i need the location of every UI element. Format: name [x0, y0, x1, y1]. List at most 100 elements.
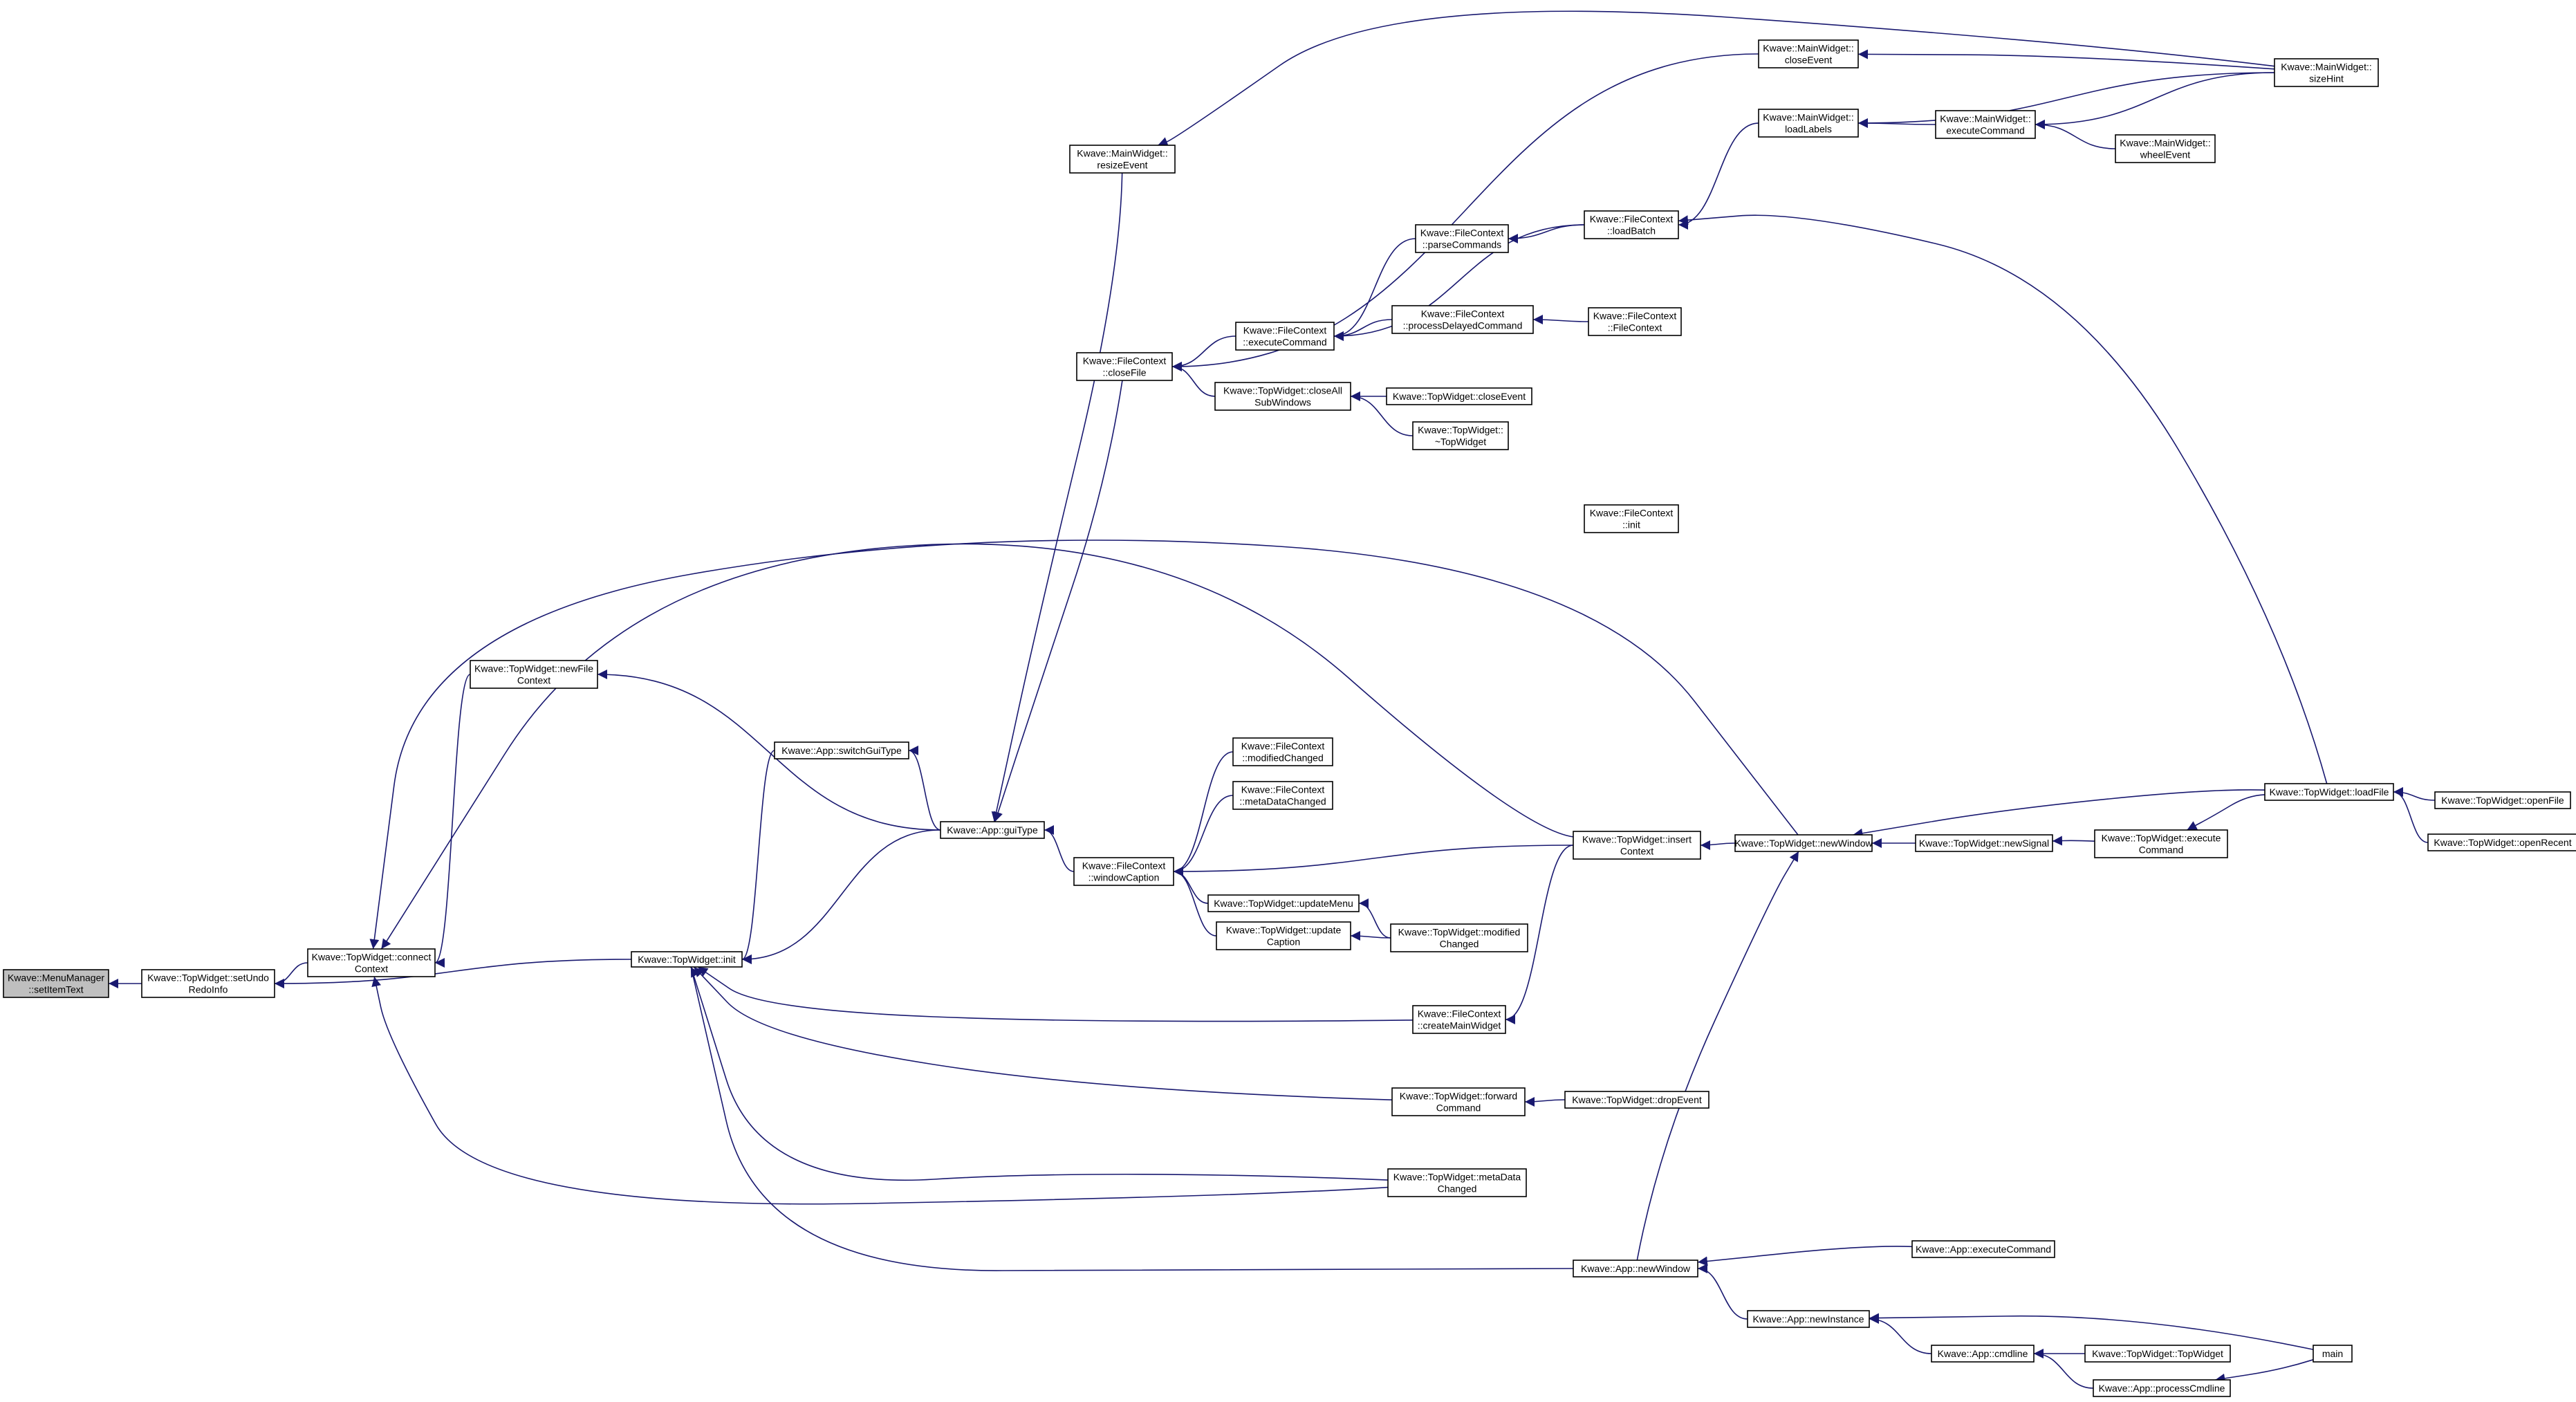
graph-node-updateMenu[interactable]: Kwave::TopWidget::updateMenu: [1207, 894, 1360, 912]
node-label-line: Changed: [1438, 1183, 1477, 1195]
node-box: [2434, 791, 2571, 809]
node-box: [1216, 921, 1351, 950]
graph-node-processDelayedCommand[interactable]: Kwave::FileContext::processDelayedComman…: [1391, 305, 1534, 334]
node-label-line: Kwave::TopWidget::closeEvent: [1393, 391, 1526, 402]
edge-loadBatch-to-fcExecuteCommand: [1333, 224, 1585, 341]
graph-node-closeFile[interactable]: Kwave::FileContext::closeFile: [1076, 352, 1173, 381]
edge-main-to-newInstance: [1869, 1313, 2314, 1350]
edge-guiType-to-newFileContext: [597, 670, 941, 831]
node-box: [1235, 322, 1335, 351]
graph-node-fcExecuteCommand[interactable]: Kwave::FileContext::executeCommand: [1235, 322, 1335, 351]
graph-node-twMetaDataChanged[interactable]: Kwave::TopWidget::metaDataChanged: [1387, 1168, 1527, 1197]
graph-node-resizeEvent[interactable]: Kwave::MainWidget::resizeEvent: [1069, 145, 1176, 174]
graph-node-openRecent[interactable]: Kwave::TopWidget::openRecent: [2427, 833, 2576, 851]
node-label-line: Kwave::FileContext: [1241, 741, 1325, 752]
graph-node-metaDataChangedFC[interactable]: Kwave::FileContext::metaDataChanged: [1232, 781, 1333, 810]
graph-node-openFile[interactable]: Kwave::TopWidget::openFile: [2434, 791, 2571, 809]
node-box: [2094, 829, 2228, 858]
node-box: [1931, 1345, 2035, 1363]
graph-node-twExecuteCommand[interactable]: Kwave::TopWidget::executeCommand: [2094, 829, 2228, 858]
node-label-line: ::parseCommands: [1423, 239, 1501, 250]
edges-layer: [109, 10, 2436, 1389]
node-box: [2264, 783, 2394, 801]
graph-node-loadLabels[interactable]: Kwave::MainWidget::loadLabels: [1758, 109, 1859, 138]
graph-node-cmdline[interactable]: Kwave::App::cmdline: [1931, 1345, 2035, 1363]
node-label-line: Kwave::App::guiType: [947, 824, 1038, 836]
node-label-line: sizeHint: [2309, 73, 2344, 84]
node-label-line: Kwave::MenuManager: [8, 972, 104, 984]
graph-node-wheelEvent[interactable]: Kwave::MainWidget::wheelEvent: [2115, 134, 2216, 163]
node-box: [1564, 1091, 1709, 1109]
node-label-line: Kwave::FileContext: [1083, 356, 1167, 367]
graph-node-appExecuteCommand[interactable]: Kwave::App::executeCommand: [1911, 1240, 2055, 1258]
edge-openFile-to-loadFile: [2393, 787, 2436, 801]
graph-node-fcConstructor[interactable]: Kwave::FileContext::FileContext: [1588, 307, 1682, 336]
edge-closeFile-to-guiType: [993, 380, 1123, 822]
edge-openRecent-to-loadFile: [2393, 787, 2429, 843]
edge-fcExecuteCommand-to-closeFile: [1171, 335, 1236, 371]
node-label-line: Kwave::MainWidget::: [1077, 148, 1168, 159]
node-box: [307, 948, 436, 977]
edge-parseCommands-to-fcExecuteCommand: [1333, 238, 1416, 341]
node-label-line: executeCommand: [1946, 125, 2025, 136]
graph-node-loadFile[interactable]: Kwave::TopWidget::loadFile: [2264, 783, 2394, 801]
graph-node-fcInit[interactable]: Kwave::FileContext::init: [1584, 504, 1679, 533]
graph-node-processCmdline[interactable]: Kwave::App::processCmdline: [2093, 1379, 2231, 1397]
graph-node-parseCommands[interactable]: Kwave::FileContext::parseCommands: [1415, 224, 1509, 253]
graph-node-modifiedChangedFC[interactable]: Kwave::FileContext::modifiedChanged: [1232, 737, 1333, 766]
edge-twNewWindow-to-insertContext: [1700, 840, 1736, 850]
node-label-line: Kwave::TopWidget::closeAll: [1223, 385, 1342, 396]
graph-node-twModifiedChanged[interactable]: Kwave::TopWidget::modifiedChanged: [1390, 923, 1528, 952]
graph-node-main[interactable]: main: [2313, 1345, 2353, 1363]
edge-main-to-processCmdline: [2215, 1359, 2314, 1383]
node-box: [1584, 504, 1679, 533]
graph-node-twCloseEvent[interactable]: Kwave::TopWidget::closeEvent: [1386, 387, 1532, 405]
edge-switchGuiType-to-twInit: [741, 750, 775, 964]
edge-sizeHint-to-loadLabels: [1857, 72, 2275, 128]
graph-node-windowCaption[interactable]: Kwave::FileContext::windowCaption: [1073, 857, 1174, 886]
edge-loadFile-to-loadBatch: [1678, 214, 2328, 784]
graph-node-mwExecuteCommand[interactable]: Kwave::MainWidget::executeCommand: [1935, 110, 2036, 139]
graph-node-appNewWindow[interactable]: Kwave::App::newWindow: [1573, 1260, 1698, 1278]
graph-node-twConstructor[interactable]: Kwave::TopWidget::TopWidget: [2084, 1345, 2231, 1363]
graph-node-newSignal[interactable]: Kwave::TopWidget::newSignal: [1915, 834, 2053, 852]
graph-node-mwCloseEvent[interactable]: Kwave::MainWidget::closeEvent: [1758, 39, 1859, 68]
node-label-line: Kwave::FileContext: [1590, 508, 1674, 519]
node-box: [1734, 834, 1873, 852]
graph-node-guiType[interactable]: Kwave::App::guiType: [940, 821, 1045, 839]
graph-node-createMainWidget[interactable]: Kwave::FileContext::createMainWidget: [1412, 1005, 1506, 1034]
node-box: [1391, 1087, 1526, 1116]
edge-modifiedChangedFC-to-windowCaption: [1173, 751, 1234, 876]
node-box: [1232, 737, 1333, 766]
node-box: [2274, 58, 2379, 87]
edge-twModifiedChanged-to-updateMenu: [1358, 898, 1391, 939]
edge-twMetaDataChanged-to-twInit: [690, 966, 1389, 1181]
edge-insertContext-to-connectContext: [380, 543, 1574, 950]
edge-sizeHint-to-resizeEvent: [1158, 10, 2275, 147]
graph-node-loadBatch[interactable]: Kwave::FileContext::loadBatch: [1584, 210, 1679, 239]
graph-node-twDestructor[interactable]: Kwave::TopWidget::~TopWidget: [1412, 421, 1509, 450]
graph-node-twInit[interactable]: Kwave::TopWidget::init: [631, 951, 743, 968]
graph-node-switchGuiType[interactable]: Kwave::App::switchGuiType: [774, 741, 909, 759]
edge-processCmdline-to-cmdline: [2033, 1349, 2094, 1389]
graph-node-dropEvent[interactable]: Kwave::TopWidget::dropEvent: [1564, 1091, 1709, 1109]
node-label-line: Kwave::App::newWindow: [1581, 1263, 1691, 1274]
node-label-line: Kwave::MainWidget::: [2120, 138, 2211, 149]
node-label-line: Changed: [1440, 939, 1479, 950]
node-label-line: Kwave::FileContext: [1241, 784, 1325, 795]
node-box: [1573, 831, 1701, 860]
edge-twMetaDataChanged-to-connectContext: [371, 976, 1389, 1205]
node-label-line: Kwave::TopWidget::newFile: [474, 663, 593, 674]
node-label-line: main: [2322, 1348, 2343, 1359]
graph-node-sizeHint[interactable]: Kwave::MainWidget::sizeHint: [2274, 58, 2379, 87]
graph-node-newInstance[interactable]: Kwave::App::newInstance: [1747, 1310, 1870, 1328]
graph-node-setItemText[interactable]: Kwave::MenuManager::setItemText: [3, 969, 109, 998]
graph-node-twNewWindow[interactable]: Kwave::TopWidget::newWindow: [1734, 834, 1873, 852]
